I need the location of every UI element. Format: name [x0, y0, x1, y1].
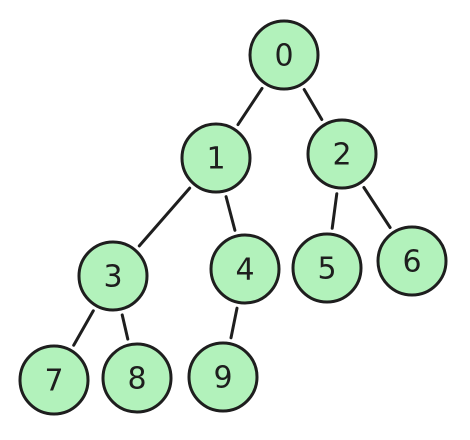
node-2: 2 [306, 118, 378, 190]
node-1-circle [180, 122, 252, 194]
node-3-label: 3 [103, 260, 122, 295]
node-5: 5 [291, 232, 363, 304]
edge-2-5 [330, 192, 339, 230]
edge-1-3 [137, 186, 192, 248]
node-0-label: 0 [274, 39, 293, 74]
node-8-label: 8 [127, 362, 146, 397]
node-6-label: 6 [402, 245, 421, 280]
node-1: 1 [180, 122, 252, 194]
node-3-circle [77, 240, 149, 312]
edge-3-7 [72, 309, 95, 347]
node-9-circle [187, 341, 259, 413]
node-8-circle [101, 342, 173, 414]
edge-0-1 [236, 86, 264, 127]
node-3: 3 [77, 240, 149, 312]
edges-layer [72, 86, 392, 347]
node-5-label: 5 [317, 252, 336, 287]
node-4-circle [209, 233, 281, 305]
node-7-label: 7 [44, 364, 63, 399]
node-9-label: 9 [213, 361, 232, 396]
node-0: 0 [248, 19, 320, 91]
edge-2-6 [362, 186, 392, 229]
edge-3-8 [120, 313, 130, 341]
node-8: 8 [101, 342, 173, 414]
node-4: 4 [209, 233, 281, 305]
nodes-layer: 0 1 2 3 4 5 6 7 [18, 19, 448, 416]
edge-1-4 [224, 195, 237, 232]
node-9: 9 [187, 341, 259, 413]
node-7: 7 [18, 344, 90, 416]
edge-4-9 [229, 306, 239, 340]
node-2-label: 2 [332, 138, 351, 173]
node-2-circle [306, 118, 378, 190]
node-7-circle [18, 344, 90, 416]
node-1-label: 1 [206, 142, 225, 177]
node-4-label: 4 [235, 253, 254, 288]
node-0-circle [248, 19, 320, 91]
node-6-circle [376, 225, 448, 297]
edge-0-2 [302, 88, 324, 121]
node-6: 6 [376, 225, 448, 297]
node-5-circle [291, 232, 363, 304]
